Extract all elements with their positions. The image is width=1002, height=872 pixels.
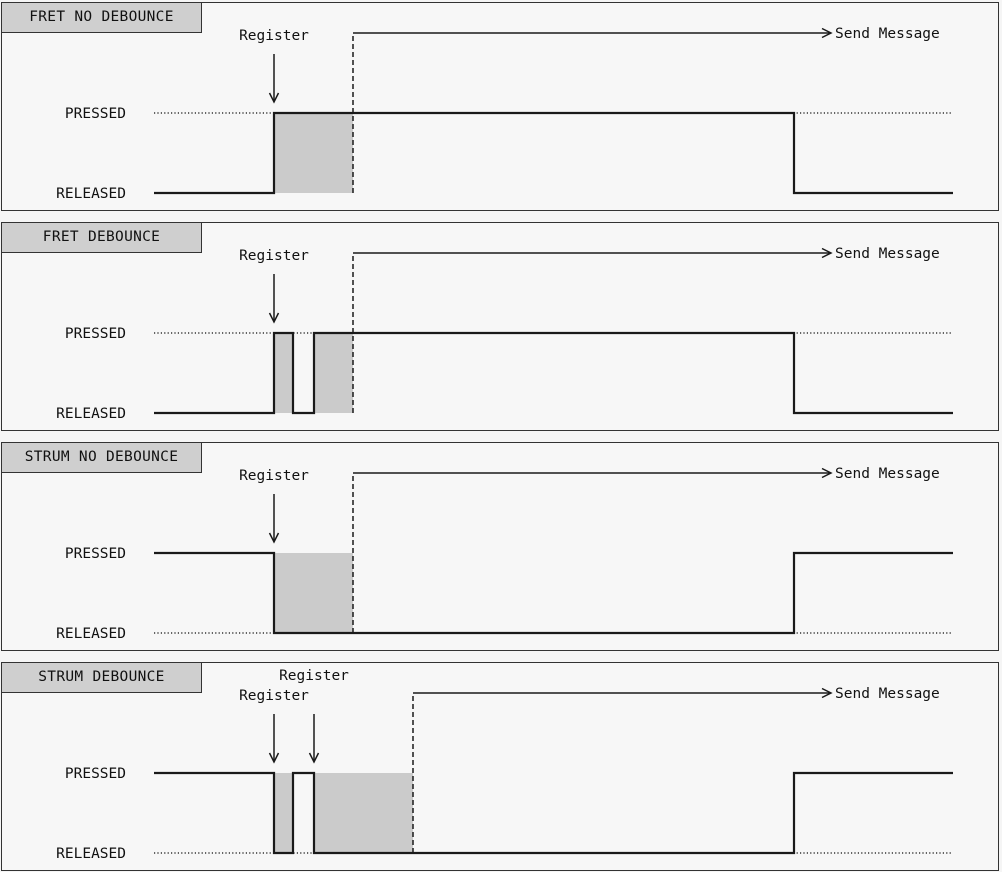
waveform-chart: Send MessageRegisterRegisterPRESSEDRELEA… <box>56 668 953 862</box>
pressed-label: PRESSED <box>65 326 126 342</box>
send-message-label: Send Message <box>835 466 940 482</box>
send-arrowhead <box>821 27 833 39</box>
register-label: Register <box>279 668 349 684</box>
bounce-region <box>274 773 293 853</box>
signal-waveform <box>154 771 953 855</box>
released-label: RELEASED <box>56 626 126 642</box>
send-arrowhead <box>821 687 833 699</box>
released-label: RELEASED <box>56 846 126 862</box>
released-label: RELEASED <box>56 186 126 202</box>
bounce-region <box>274 553 353 633</box>
register-label: Register <box>239 688 309 704</box>
bounce-region <box>314 773 413 853</box>
send-arrowhead <box>821 247 833 259</box>
send-message-label: Send Message <box>835 686 940 702</box>
bounce-region <box>314 333 353 413</box>
register-arrowhead <box>268 92 280 104</box>
register-arrowhead <box>308 752 320 764</box>
panel-title: STRUM DEBOUNCE <box>2 663 202 693</box>
pressed-label: PRESSED <box>65 106 126 122</box>
panel-title: FRET DEBOUNCE <box>2 223 202 253</box>
panel-title: STRUM NO DEBOUNCE <box>2 443 202 473</box>
pressed-label: PRESSED <box>65 766 126 782</box>
signal-waveform <box>154 331 953 415</box>
bounce-region <box>274 113 353 193</box>
register-arrowhead <box>268 532 280 544</box>
signal-waveform <box>154 111 953 195</box>
pressed-label: PRESSED <box>65 546 126 562</box>
register-arrowhead <box>268 752 280 764</box>
register-label: Register <box>239 468 309 484</box>
send-message-label: Send Message <box>835 26 940 42</box>
bounce-region <box>274 333 293 413</box>
register-arrowhead <box>268 312 280 324</box>
send-message-label: Send Message <box>835 246 940 262</box>
panel-title: FRET NO DEBOUNCE <box>2 3 202 33</box>
released-label: RELEASED <box>56 406 126 422</box>
signal-waveform <box>154 551 953 635</box>
register-label: Register <box>239 248 309 264</box>
register-label: Register <box>239 28 309 44</box>
send-arrowhead <box>821 467 833 479</box>
